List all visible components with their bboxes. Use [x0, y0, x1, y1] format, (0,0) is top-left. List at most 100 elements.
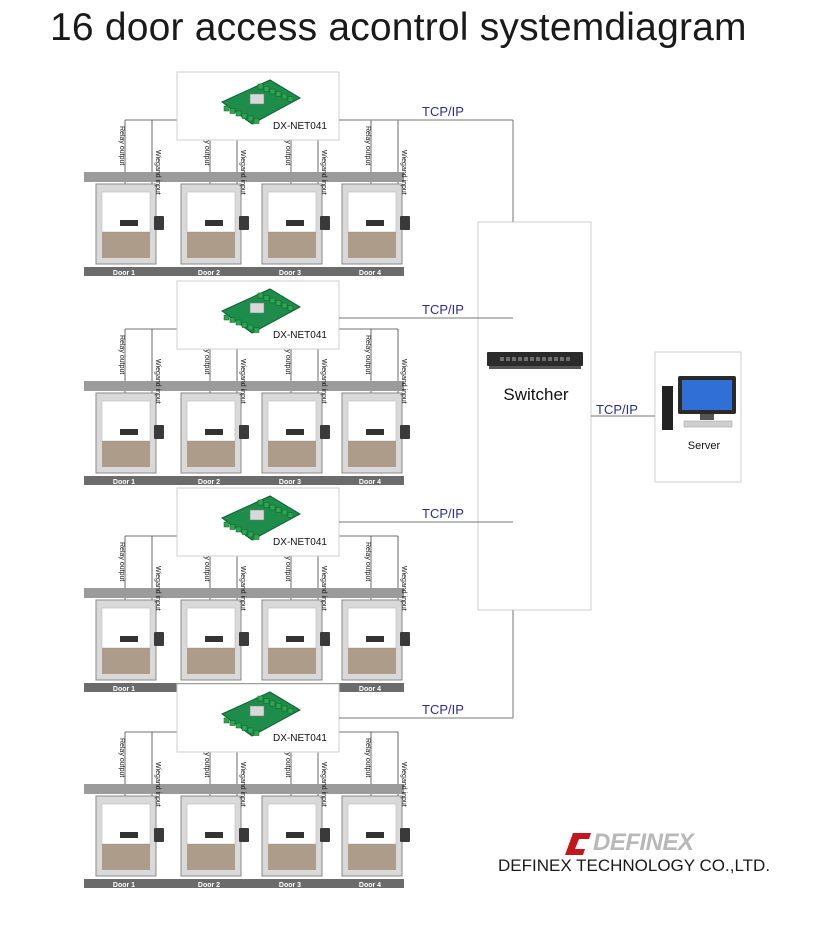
ceiling-beam: [84, 172, 404, 182]
ceiling-beam: [84, 784, 404, 794]
exit-button-icon: [205, 636, 223, 642]
card-reader-icon: [239, 828, 249, 842]
door-floor: [102, 844, 150, 870]
card-reader-icon: [400, 425, 410, 439]
floor-strip: [84, 476, 404, 485]
chip-icon: [249, 93, 265, 105]
card-reader-icon: [400, 828, 410, 842]
terminal-block: [257, 83, 264, 90]
door-floor: [187, 232, 235, 258]
controller-label: DX-NET041: [273, 121, 327, 132]
terminal-block: [229, 317, 236, 323]
exit-button-icon: [366, 429, 384, 435]
terminal-block: [269, 504, 276, 511]
chip-icon: [249, 302, 265, 314]
controller-label: DX-NET041: [273, 330, 327, 341]
relay-output-label: Relay output: [284, 126, 291, 165]
exit-button-icon: [205, 220, 223, 226]
terminal-block: [235, 110, 242, 117]
uplink-label: TCP/IP: [596, 402, 638, 417]
terminal-block: [253, 118, 260, 124]
door-floor: [268, 648, 316, 674]
server-label: Server: [688, 440, 721, 452]
terminal-block: [241, 113, 248, 119]
exit-button-icon: [205, 832, 223, 838]
controller-label: DX-NET041: [273, 733, 327, 744]
card-reader-icon: [154, 632, 164, 646]
switcher-port: [530, 357, 534, 361]
switcher-device-base: [489, 366, 581, 369]
exit-button-icon: [286, 429, 304, 435]
switcher-port: [506, 357, 510, 361]
relay-output-label: Relay output: [203, 126, 210, 165]
relay-output-label: Relay output: [203, 335, 210, 374]
terminal-block: [263, 86, 270, 92]
terminal-block: [247, 115, 254, 122]
tcpip-label: TCP/IP: [422, 506, 464, 521]
diagram-title: 16 door access acontrol systemdiagram: [50, 6, 747, 49]
door-label: Door 1: [113, 686, 135, 693]
server-tower-icon: [662, 386, 673, 430]
door-label: Door 1: [113, 479, 135, 486]
terminal-block: [263, 295, 270, 301]
wiegand-input-label: Wiegand input: [239, 150, 246, 195]
terminal-block: [281, 509, 288, 516]
terminal-block: [253, 327, 260, 333]
wiegand-input-label: Wiegand input: [320, 359, 327, 404]
relay-output-label: Relay output: [284, 542, 291, 581]
server-monitor-stand: [700, 414, 714, 420]
terminal-block: [253, 534, 260, 540]
terminal-block: [253, 730, 260, 736]
terminal-block: [241, 725, 248, 731]
terminal-block: [257, 695, 264, 702]
terminal-block: [241, 322, 248, 328]
switcher-device-icon: [487, 352, 583, 366]
wiegand-input-label: Wiegand input: [400, 566, 407, 611]
door-label: Door 4: [359, 270, 381, 277]
logo-wordmark: DEFINEX: [593, 829, 694, 856]
terminal-block: [223, 521, 230, 528]
tcpip-label: TCP/IP: [422, 702, 464, 717]
door-floor: [348, 232, 396, 258]
controller-4: DX-NET041: [176, 683, 340, 753]
tcpip-label: TCP/IP: [422, 104, 464, 119]
switcher-port: [536, 357, 540, 361]
exit-button-icon: [120, 832, 138, 838]
terminal-block: [275, 703, 282, 709]
door-label: Door 3: [279, 270, 301, 277]
door-floor: [348, 648, 396, 674]
card-reader-icon: [239, 632, 249, 646]
door-label: Door 1: [113, 270, 135, 277]
terminal-block: [281, 302, 288, 309]
chip-icon: [249, 705, 265, 717]
card-reader-icon: [320, 632, 330, 646]
terminal-block: [223, 105, 230, 112]
door-label: Door 3: [279, 479, 301, 486]
switcher-port: [548, 357, 552, 361]
wiegand-input-label: Wiegand input: [154, 150, 161, 195]
terminal-block: [281, 93, 288, 100]
wiegand-input-label: Wiegand input: [239, 566, 246, 611]
exit-button-icon: [366, 832, 384, 838]
wiegand-input-label: Wiegand input: [400, 762, 407, 807]
relay-output-label: Relay output: [284, 335, 291, 374]
exit-button-icon: [205, 429, 223, 435]
terminal-block: [287, 512, 294, 518]
card-reader-icon: [239, 425, 249, 439]
terminal-block: [235, 526, 242, 533]
card-reader-icon: [400, 216, 410, 230]
relay-output-label: Relay output: [364, 335, 371, 374]
ceiling-beam: [84, 381, 404, 391]
card-reader-icon: [154, 216, 164, 230]
card-reader-icon: [320, 828, 330, 842]
terminal-block: [247, 324, 254, 331]
